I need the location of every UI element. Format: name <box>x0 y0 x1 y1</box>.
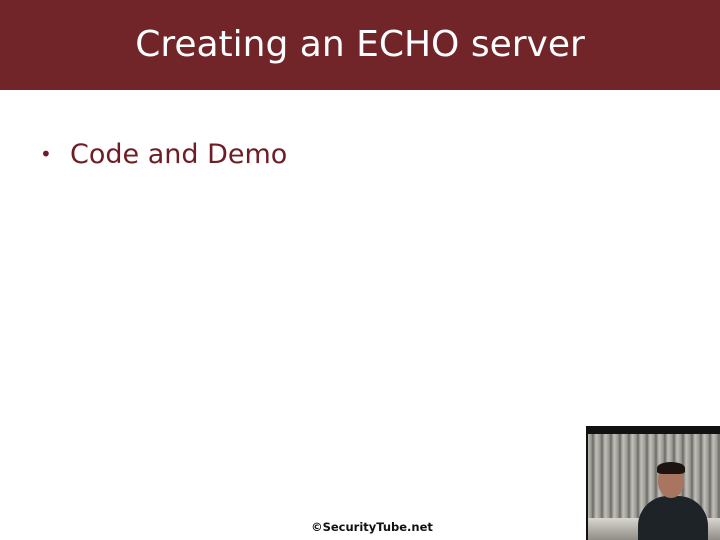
slide-title: Creating an ECHO server <box>135 23 585 65</box>
footer-copyright: ©SecurityTube.net <box>311 520 433 534</box>
bullet-text: Code and Demo <box>70 138 288 170</box>
bullet-dot-icon: • <box>40 142 52 166</box>
bullet-list: • Code and Demo <box>40 134 287 174</box>
webcam-overlay <box>586 426 720 540</box>
presenter-hair <box>657 462 685 474</box>
presenter-body <box>638 496 708 540</box>
webcam-video <box>588 434 720 540</box>
title-bar: Creating an ECHO server <box>0 0 720 90</box>
bullet-item: • Code and Demo <box>40 134 287 174</box>
